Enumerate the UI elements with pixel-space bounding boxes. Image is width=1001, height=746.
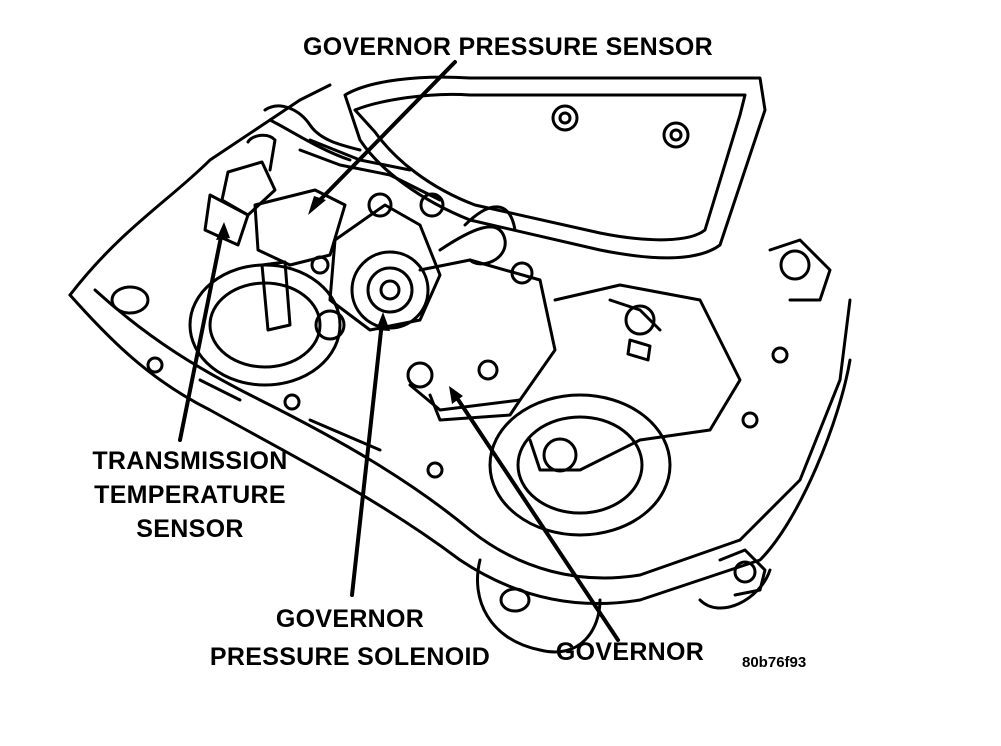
case-bores — [110, 263, 672, 613]
label-governor-pressure-solenoid: GOVERNOR PRESSURE SOLENOID — [170, 600, 530, 676]
temperature-sensor-part — [203, 104, 362, 247]
label-line: TEMPERATURE — [94, 481, 286, 509]
governor-part — [406, 205, 557, 422]
figure-code: 80b76f93 — [742, 654, 807, 671]
label-governor: GOVERNOR — [555, 638, 705, 666]
label-line: TRANSMISSION — [92, 447, 288, 475]
leader-transmission-temperature-sensor — [178, 230, 224, 442]
transmission-case — [68, 83, 852, 654]
plate-bolts — [551, 104, 690, 149]
pressure-solenoid-part — [310, 192, 445, 341]
leader-governor-pressure-sensor — [313, 60, 457, 207]
leader-lines — [178, 60, 620, 642]
label-line: PRESSURE SOLENOID — [209, 643, 491, 671]
arrowheads — [216, 196, 463, 404]
label-line: GOVERNOR — [275, 605, 425, 633]
leader-governor — [453, 393, 620, 642]
valve-body-plate — [343, 75, 767, 260]
pressure-sensor-part — [253, 138, 442, 332]
label-governor-pressure-sensor: GOVERNOR PRESSURE SENSOR — [302, 33, 714, 61]
label-line: SENSOR — [136, 515, 244, 543]
support-bracket — [528, 238, 832, 597]
label-transmission-temperature-sensor: TRANSMISSION TEMPERATURE SENSOR — [60, 444, 320, 546]
leader-governor-pressure-solenoid — [350, 320, 384, 597]
